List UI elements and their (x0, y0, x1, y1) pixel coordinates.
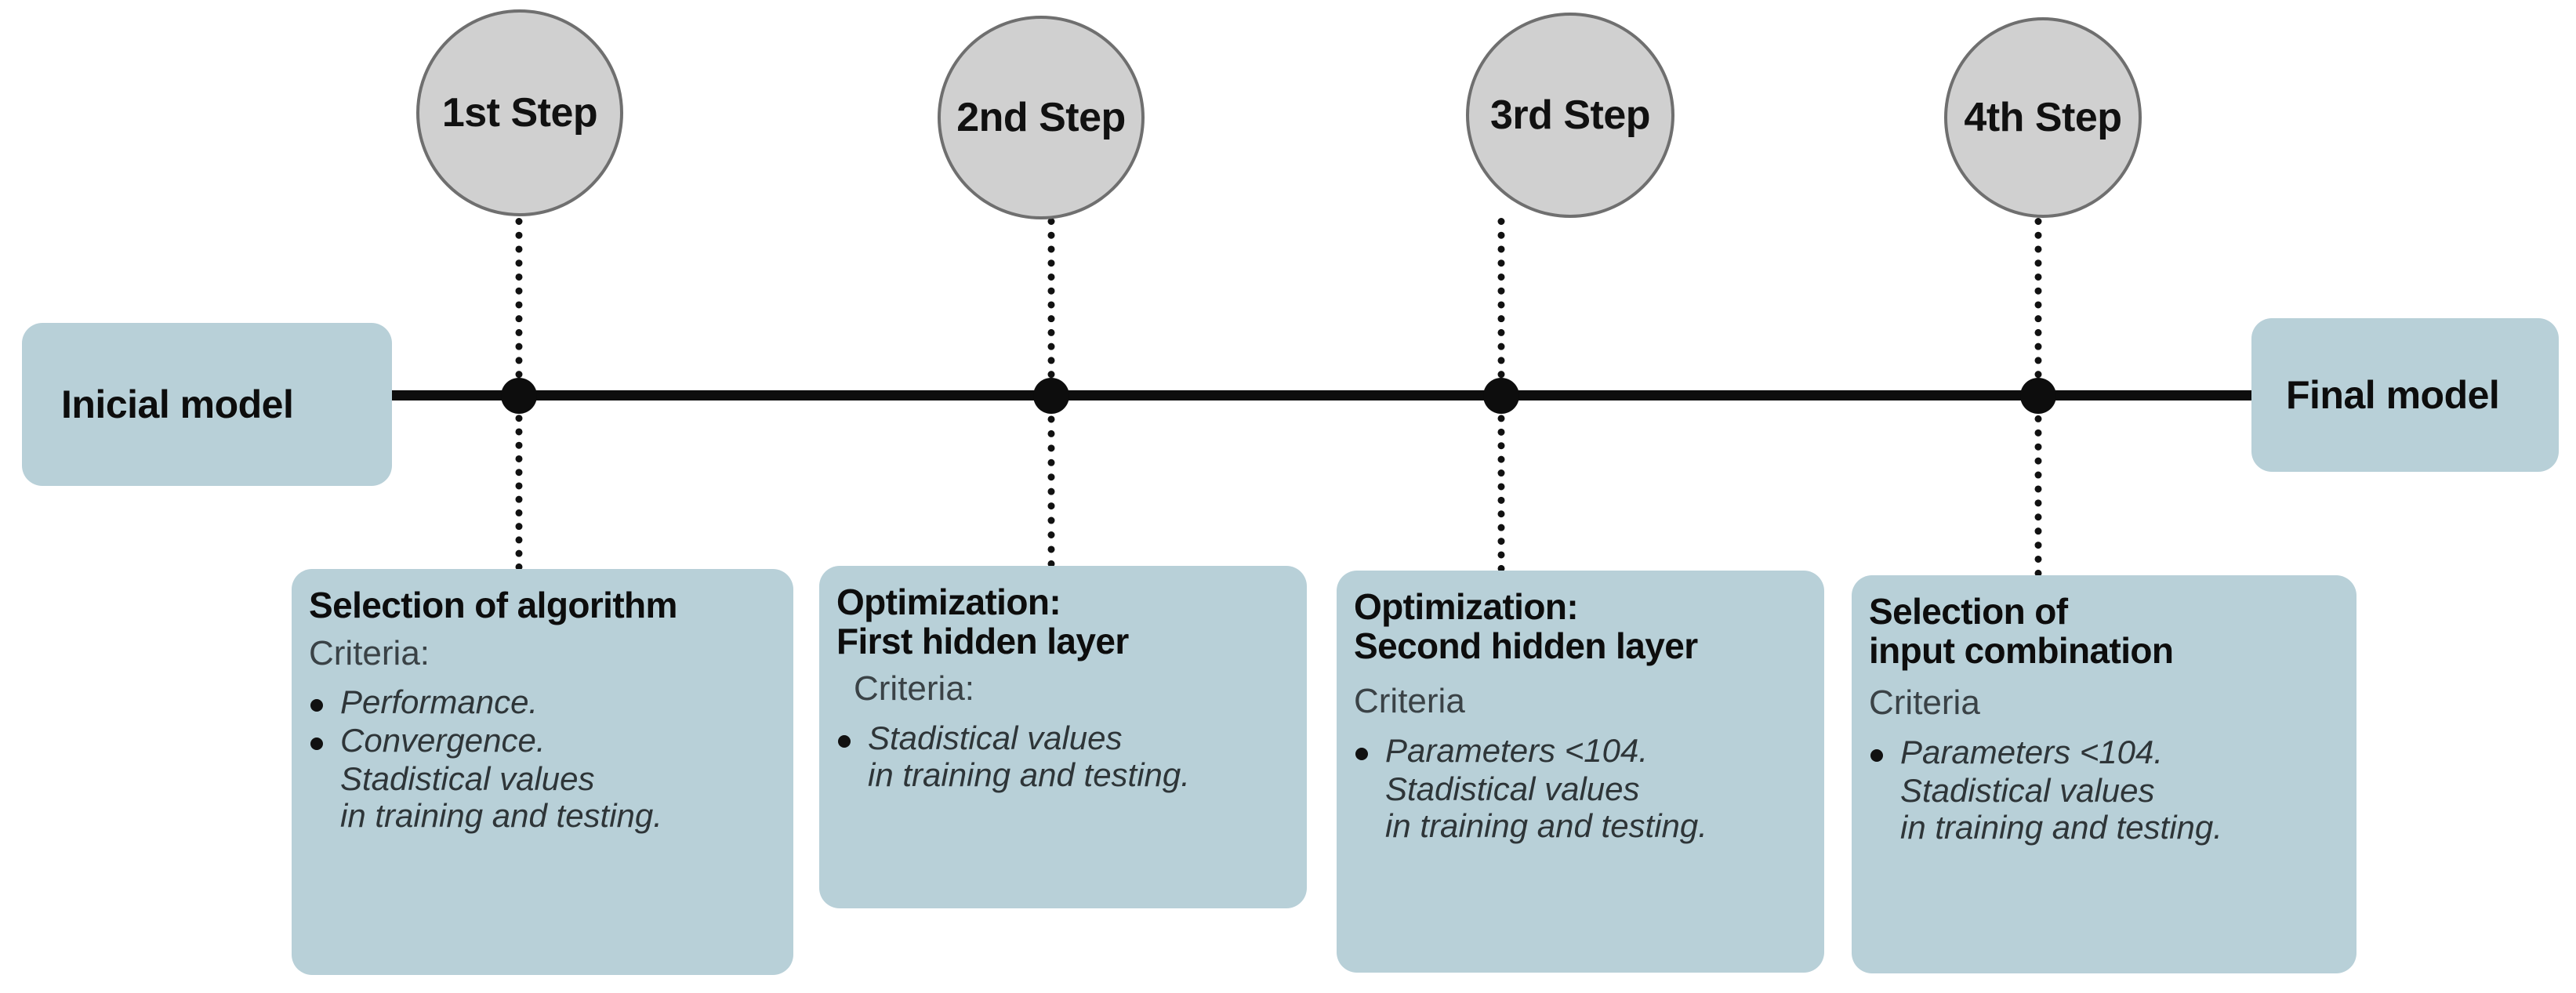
connector-step-4-down (2034, 401, 2042, 577)
step-card-3-title: Optimization: Second hidden layer (1354, 586, 1698, 666)
connector-step-3-down (1497, 401, 1505, 572)
step-card-3-tail: Stadistical values in training and testi… (1385, 770, 1707, 844)
final-model-label: Final model (2286, 373, 2500, 417)
step-card-1[interactable]: Selection of algorithm Criteria: Perform… (292, 569, 793, 975)
list-item-text: Parameters <104. (1900, 733, 2164, 770)
step-circle-2-label: 2nd Step (956, 95, 1126, 140)
bullet-dot-icon (838, 734, 851, 748)
connector-step-3-up (1497, 218, 1505, 392)
step-circle-4[interactable]: 4th Step (1944, 17, 2142, 218)
timeline-node-dot-2[interactable] (1033, 378, 1069, 414)
step-circle-1[interactable]: 1st Step (416, 9, 623, 216)
step-card-1-criteria-label: Criteria: (309, 633, 430, 672)
connector-step-2-down (1047, 401, 1055, 567)
step-card-2-criteria-label: Criteria: (854, 669, 975, 709)
step-card-1-criteria-list: Performance. Convergence. (309, 683, 778, 759)
step-card-4[interactable]: Selection of input combination Criteria … (1852, 575, 2356, 973)
bullet-dot-icon (1355, 747, 1368, 760)
step-card-1-title: Selection of algorithm (309, 585, 677, 625)
step-card-3-criteria-label: Criteria (1354, 682, 1465, 721)
list-item: Convergence. (309, 722, 778, 759)
step-circle-3[interactable]: 3rd Step (1466, 13, 1674, 218)
list-item-text: Performance. (340, 683, 539, 721)
connector-step-2-up (1047, 218, 1055, 392)
bullet-dot-icon (310, 699, 323, 712)
timeline-node-dot-4[interactable] (2020, 378, 2056, 414)
list-item: Parameters <104. (1354, 732, 1809, 769)
step-card-3-criteria-list: Parameters <104. (1354, 732, 1809, 769)
list-item-text: Parameters <104. (1385, 731, 1649, 769)
list-item: Stadistical values in training and testi… (836, 719, 1291, 793)
step-card-1-tail: Stadistical values in training and testi… (340, 760, 662, 835)
step-card-4-title: Selection of input combination (1869, 591, 2174, 671)
step-card-4-criteria-list: Parameters <104. (1869, 734, 2341, 770)
step-circle-3-label: 3rd Step (1489, 92, 1651, 138)
step-card-2-title: Optimization: First hidden layer (836, 582, 1129, 661)
step-card-2-criteria-list: Stadistical values in training and testi… (836, 719, 1291, 793)
step-card-4-tail: Stadistical values in training and testi… (1900, 771, 2222, 846)
connector-step-4-up (2034, 218, 2042, 392)
step-card-4-criteria-label: Criteria (1869, 683, 1980, 723)
list-item: Performance. (309, 683, 778, 720)
step-circle-1-label: 1st Step (441, 90, 598, 136)
bullet-dot-icon (310, 738, 323, 751)
timeline-axis-line (388, 390, 2254, 400)
step-circle-2[interactable]: 2nd Step (938, 16, 1145, 219)
step-card-2[interactable]: Optimization: First hidden layer Criteri… (819, 566, 1307, 908)
connector-step-1-down (515, 401, 523, 571)
connector-step-1-up (515, 218, 523, 392)
step-card-3[interactable]: Optimization: Second hidden layer Criter… (1337, 571, 1824, 973)
step-circle-4-label: 4th Step (1964, 95, 2122, 140)
list-item: Parameters <104. (1869, 734, 2341, 770)
initial-model-label: Inicial model (61, 382, 294, 426)
timeline-node-dot-1[interactable] (501, 378, 537, 414)
list-item-text: Convergence. (340, 722, 546, 759)
list-item-text: Stadistical values in training and testi… (868, 719, 1190, 793)
initial-model-box[interactable]: Inicial model (22, 323, 392, 486)
bullet-dot-icon (1870, 748, 1883, 762)
timeline-node-dot-3[interactable] (1483, 378, 1519, 414)
final-model-box[interactable]: Final model (2251, 318, 2559, 472)
